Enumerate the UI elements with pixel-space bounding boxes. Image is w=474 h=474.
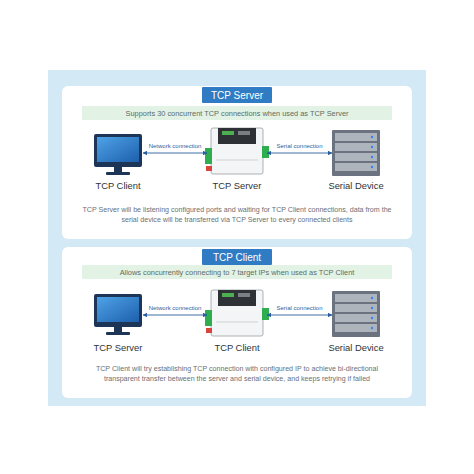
device-label: Serial Device bbox=[302, 180, 410, 191]
mode-title: TCP Client bbox=[213, 252, 261, 263]
device-node: TCP Client bbox=[93, 130, 143, 192]
mode-card: TCP Server will be listening configured … bbox=[62, 86, 412, 239]
device-node: TCP Server bbox=[93, 292, 143, 354]
device-label: TCP Server bbox=[63, 342, 173, 353]
device-node: Serial Device bbox=[332, 292, 380, 354]
device-label: TCP Server bbox=[177, 180, 297, 191]
device-label: TCP Client bbox=[177, 342, 297, 353]
mode-description: TCP Client will try establishing TCP con… bbox=[77, 364, 397, 384]
connection-arrow bbox=[267, 153, 332, 154]
connection-arrow bbox=[143, 153, 207, 154]
connection-arrow bbox=[267, 315, 332, 316]
feature-text: Allows concurrently connecting to 7 targ… bbox=[120, 268, 355, 277]
mode-title-tab: TCP Client bbox=[202, 249, 272, 265]
device-node: TCP Server bbox=[207, 130, 267, 192]
device-label: Serial Device bbox=[302, 342, 410, 353]
mode-title-tab: TCP Server bbox=[202, 87, 272, 103]
feature-text: Supports 30 concurrent TCP connections w… bbox=[126, 109, 349, 118]
connection-arrow bbox=[143, 315, 207, 316]
mode-card: TCP Client will try establishing TCP con… bbox=[62, 247, 412, 398]
device-label: TCP Client bbox=[63, 180, 173, 191]
device-node: TCP Client bbox=[207, 292, 267, 354]
feature-band: Allows concurrently connecting to 7 targ… bbox=[82, 265, 392, 279]
mode-title: TCP Server bbox=[211, 90, 263, 101]
mode-description: TCP Server will be listening configured … bbox=[77, 205, 397, 225]
feature-band: Supports 30 concurrent TCP connections w… bbox=[82, 106, 392, 120]
device-node: Serial Device bbox=[332, 130, 380, 192]
